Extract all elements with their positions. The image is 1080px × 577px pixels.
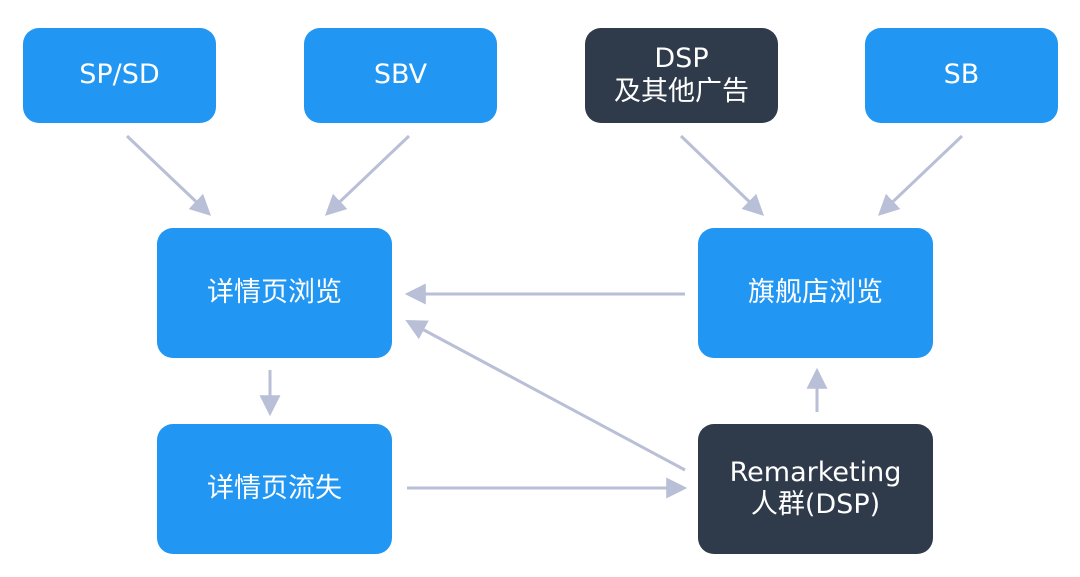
node-dsp-other-ads: DSP 及其他广告 (585, 28, 778, 123)
node-sb-label: SB (943, 59, 980, 91)
node-detail-page-lost: 详情页流失 (157, 424, 392, 554)
node-sp-sd: SP/SD (23, 28, 216, 123)
node-remarketing-line1: Remarketing (729, 456, 902, 488)
arrow-remarketing-to-detail-browse (405, 320, 686, 472)
arrow-sb-to-store-browse (877, 134, 964, 216)
node-remarketing-audience: Remarketing 人群(DSP) (698, 424, 933, 554)
node-dsp-line1: DSP (654, 43, 709, 75)
node-detail-browse-label: 详情页浏览 (207, 276, 342, 308)
node-remarketing-line2: 人群(DSP) (750, 489, 881, 520)
arrow-sbv-to-detail-browse (324, 134, 411, 216)
node-sb: SB (865, 28, 1058, 123)
node-detail-page-browse: 详情页浏览 (157, 228, 392, 358)
arrow-spsd-to-detail-browse (125, 134, 212, 216)
node-store-browse: 旗舰店浏览 (698, 228, 933, 358)
node-sp-sd-label: SP/SD (79, 59, 160, 91)
node-sbv: SBV (304, 28, 497, 123)
node-store-browse-label: 旗舰店浏览 (748, 276, 883, 308)
arrow-dsp-to-store-browse (679, 134, 765, 216)
node-sbv-label: SBV (373, 59, 428, 91)
node-dsp-line2: 及其他广告 (614, 75, 749, 107)
node-detail-lost-label: 详情页流失 (207, 472, 342, 504)
